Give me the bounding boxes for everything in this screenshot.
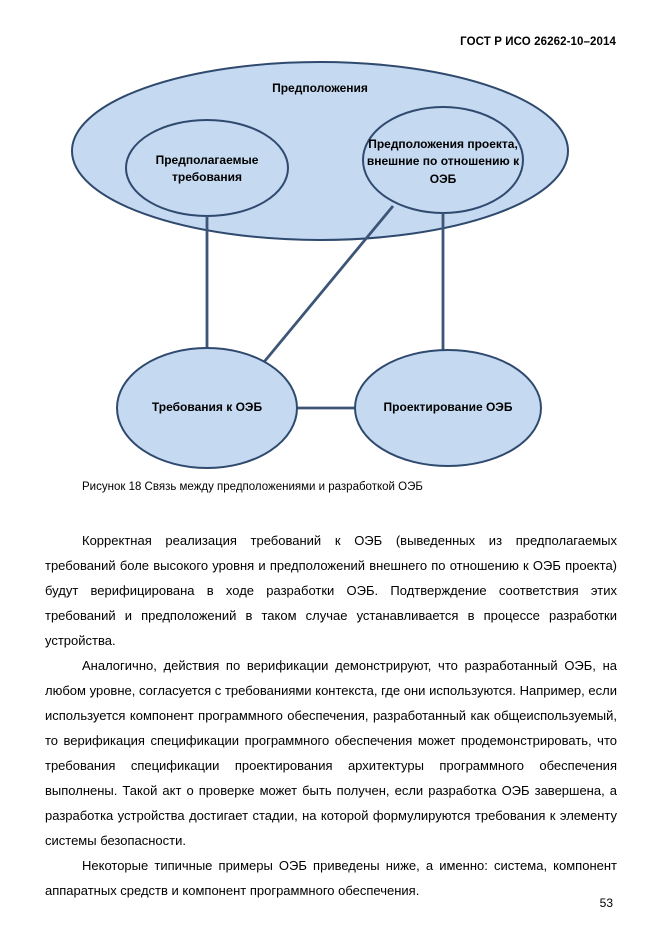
paragraph: Аналогично, действия по верификации демо…: [45, 658, 617, 848]
diagram-canvas: [71, 61, 569, 469]
figure-18-diagram: Предположения Предполагаемые требования …: [0, 58, 661, 478]
page-number: 53: [599, 896, 613, 910]
seooc-design-ellipse: [354, 349, 542, 467]
connector-project-to-requirements: [262, 205, 395, 363]
seooc-requirements-label: Требования к ОЭБ: [151, 400, 263, 415]
seooc-design-label: Проектирование ОЭБ: [383, 400, 513, 415]
project-assumptions-label: Предположения проекта, внешние по отноше…: [366, 136, 520, 186]
assumptions-outer-label: Предположения: [272, 81, 368, 96]
paragraph: Некоторые типичные примеры ОЭБ приведены…: [45, 858, 617, 898]
seooc-requirements-ellipse: [116, 347, 298, 469]
paragraph: Корректная реализация требований к ОЭБ (…: [45, 533, 617, 648]
document-header-title: ГОСТ Р ИСО 26262-10–2014: [460, 36, 616, 48]
body-text: Корректная реализация требований к ОЭБ (…: [45, 528, 617, 903]
figure-caption: Рисунок 18 Связь между предположениями и…: [82, 481, 423, 493]
assumed-requirements-label: Предполагаемые требования: [155, 152, 259, 184]
